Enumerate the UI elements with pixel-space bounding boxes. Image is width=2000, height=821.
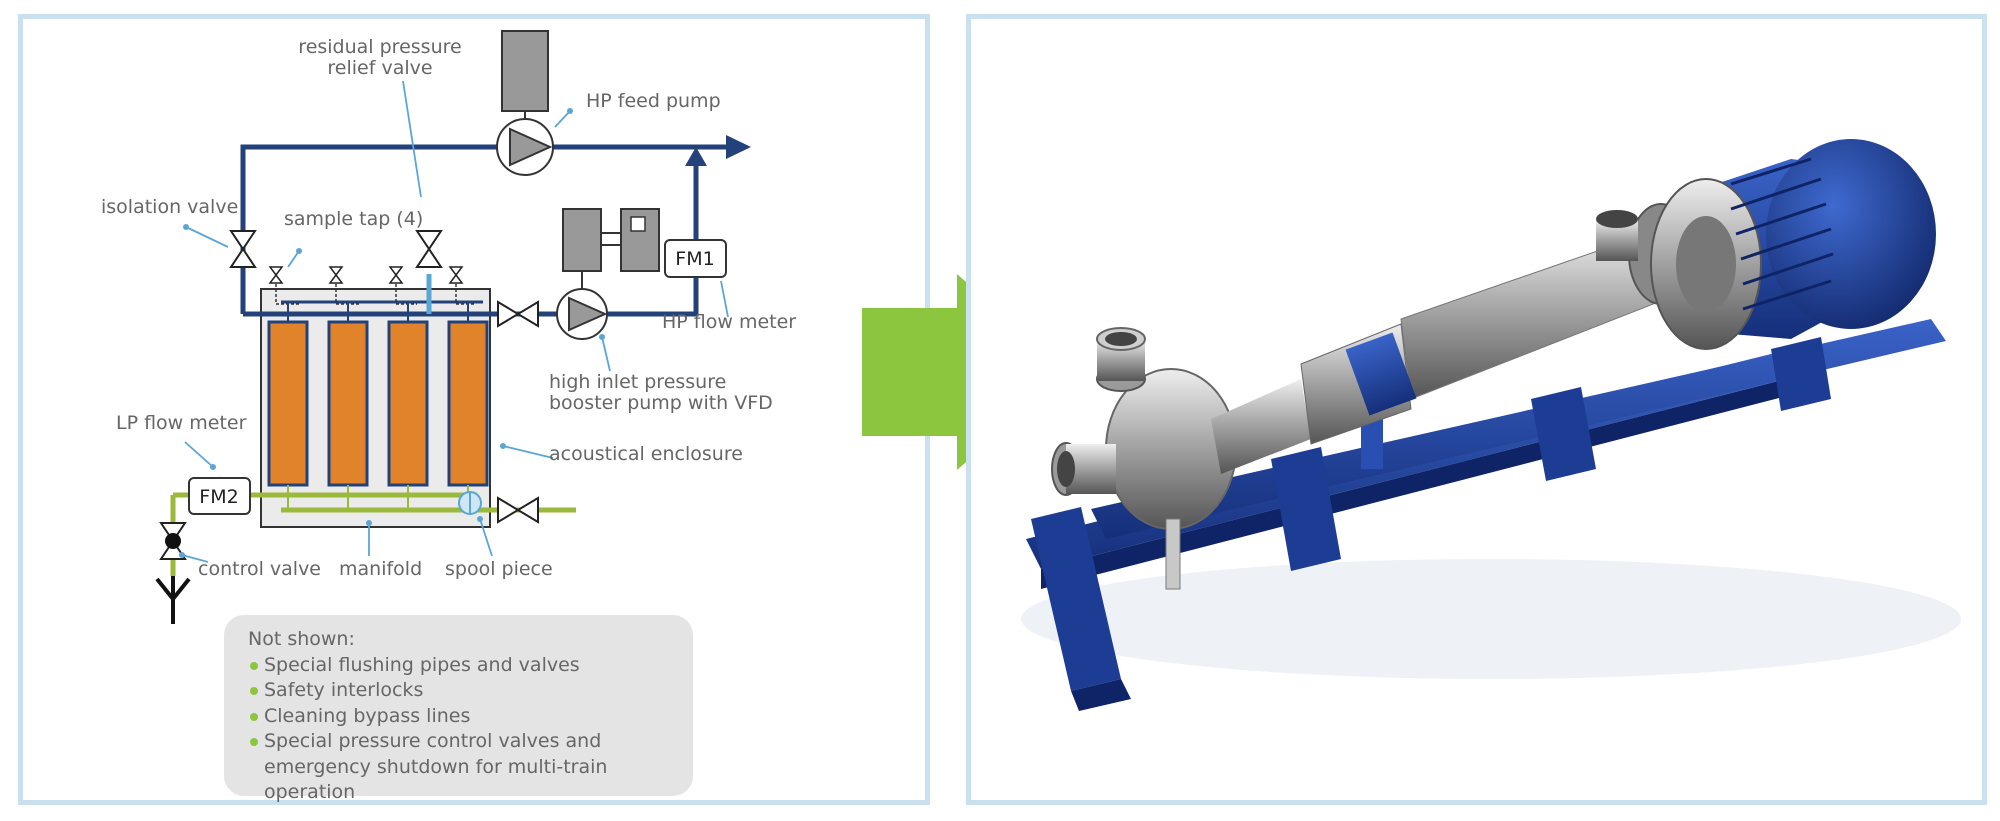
base-frame: [1026, 319, 1946, 711]
hp-feed-pump-label: HP feed pump: [586, 90, 721, 112]
transition-arrow-icon: [862, 274, 1068, 470]
residual-pressure-label-2: relief valve: [327, 57, 432, 79]
pressure-vessel: [267, 320, 309, 487]
booster-pump-label-2: booster pump with VFD: [549, 392, 773, 414]
not-shown-item: Special pressure control valves and emer…: [248, 729, 669, 806]
relief-valve-icon: [415, 230, 443, 268]
fm1-label: FM1: [675, 248, 714, 270]
booster-pump-label-1: high inlet pressure: [549, 371, 726, 393]
not-shown-item: Safety interlocks: [248, 678, 669, 704]
not-shown-box: Not shown: Special flushing pipes and va…: [224, 615, 693, 803]
fm2-flow-meter: FM2: [188, 477, 251, 515]
sample-tap-lines: [275, 284, 476, 305]
not-shown-item: Special flushing pipes and valves: [248, 653, 669, 679]
vessel-headers: [287, 302, 469, 322]
not-shown-title: Not shown:: [248, 628, 355, 650]
booster-pump-icon: [556, 208, 660, 340]
hp-flow-meter-label: HP flow meter: [662, 311, 796, 333]
spool-piece-label: spool piece: [445, 558, 553, 580]
pump-skid-illustration: [1021, 139, 1961, 711]
up-arrow-icon: [685, 147, 707, 166]
not-shown-item: Cleaning bypass lines: [248, 704, 669, 730]
schematic-panel: FM1 FM2 residual pressure relief valve H…: [18, 14, 930, 805]
fm1-flow-meter: FM1: [664, 239, 727, 278]
sample-tap-valves: [268, 266, 464, 284]
hp-feed-pump-icon: [496, 30, 554, 176]
outlet-arrow-icon: [726, 135, 751, 159]
pressure-vessel: [327, 320, 369, 487]
isolation-valve-label: isolation valve: [101, 196, 238, 218]
pressure-vessel: [447, 320, 489, 487]
schematic-diagram: FM1 FM2 residual pressure relief valve H…: [101, 30, 796, 624]
pump-casing: [1051, 327, 1237, 590]
leader-lines: [181, 80, 729, 563]
not-shown-list: Special flushing pipes and valves Safety…: [248, 653, 669, 806]
manifold-label: manifold: [339, 558, 422, 580]
leader-dots: [179, 108, 605, 558]
booster-valve-icon: [497, 300, 539, 328]
isolation-valve-icon: [229, 230, 257, 268]
lp-outlet-valve-icon: [497, 496, 539, 524]
residual-pressure-label-1: residual pressure: [298, 36, 461, 58]
pressure-vessel: [387, 320, 429, 487]
control-valve-icon: [159, 522, 187, 560]
control-valve-label: control valve: [198, 558, 321, 580]
ground-shadow: [1021, 559, 1961, 679]
lp-flow-meter-label: LP flow meter: [116, 412, 247, 434]
acoustical-enclosure-label: acoustical enclosure: [549, 443, 743, 465]
drain-icon: [155, 576, 191, 624]
pump-illustration-panel: [966, 14, 1987, 805]
fm2-label: FM2: [199, 486, 238, 508]
pressure-vessels: [267, 320, 489, 487]
sample-tap-label: sample tap (4): [284, 208, 423, 230]
electric-motor: [1650, 139, 1936, 350]
